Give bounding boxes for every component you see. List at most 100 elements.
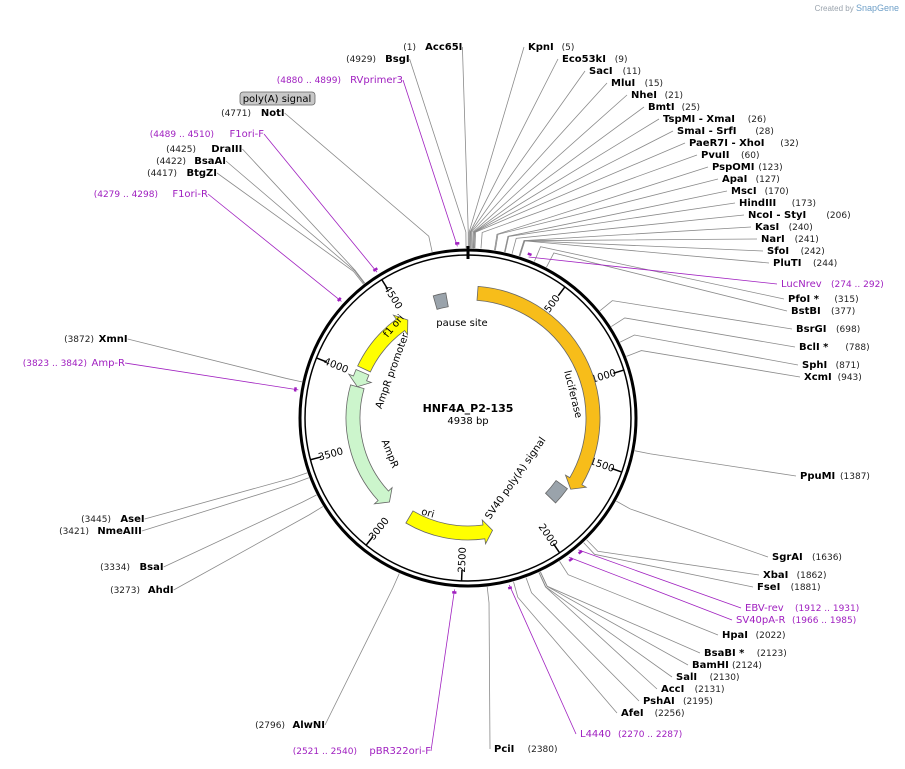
feature-pause-site [432, 292, 449, 310]
tick-4500 [381, 279, 389, 290]
primer-lucnrev: LucNrev(274 .. 292) [781, 279, 884, 290]
primer-range: (4489 .. 4510) [150, 130, 214, 140]
enzyme-sali: SalI(2130) [676, 672, 740, 683]
primer-range: (1966 .. 1985) [792, 616, 856, 626]
enzyme-name: HpaI [722, 630, 748, 641]
leader-apai [494, 178, 719, 251]
enzyme-position: (25) [682, 103, 700, 113]
enzyme-name: SacI [589, 66, 613, 77]
enzyme-position: (2380) [528, 745, 558, 755]
enzyme-asei: AseI(3445) [81, 514, 145, 525]
leader-bsabi- [540, 571, 701, 654]
feature-label: pause site [436, 318, 487, 329]
leader-ncoi-styi [511, 214, 745, 254]
enzyme-position: (1862) [797, 571, 827, 581]
enzyme-name: NcoI - StyI [748, 210, 806, 221]
tick-3000 [365, 536, 374, 546]
enzyme-name: BsrGI [796, 324, 826, 335]
enzyme-pvuii: PvuII(60) [701, 150, 759, 161]
snapgene-credit: Created by SnapGene [815, 3, 899, 13]
enzyme-position: (4929) [346, 55, 376, 65]
primer-leader-lucnrev [528, 256, 778, 285]
enzyme-position: (60) [741, 151, 759, 161]
enzyme-position: (4422) [156, 157, 186, 167]
leader-bsai [163, 494, 317, 568]
enzyme-position: (2195) [683, 697, 713, 707]
tick-label: 3500 [317, 446, 344, 463]
leader-bcli- [611, 317, 796, 348]
primer-ebv-rev: EBV-rev (1912 .. 1931) [745, 603, 859, 614]
feature-label: ori [420, 507, 435, 521]
enzyme-position: (1881) [791, 583, 821, 593]
leader-sfoi [519, 240, 764, 257]
primer-name: EBV-rev [745, 603, 784, 614]
enzyme-nhei: NheI(21) [631, 90, 683, 101]
enzyme-position: (698) [836, 325, 860, 335]
enzyme-position: (244) [813, 259, 837, 269]
polya-badge-bg [239, 91, 316, 106]
primer-l4440: L4440(2270 .. 2287) [580, 729, 682, 740]
enzyme-sgrai: SgrAI(1636) [772, 552, 842, 563]
tick-label: 4000 [322, 356, 350, 376]
primer-range: (2521 .. 2540) [293, 747, 357, 757]
enzyme-name: NotI [261, 108, 285, 119]
feature-ori [405, 510, 494, 546]
enzyme-position: (242) [801, 247, 825, 257]
enzyme-name: BstBI [791, 306, 821, 317]
enzyme-xmni: XmnI(3872) [64, 334, 128, 345]
enzyme-bstbi: BstBI (377) [791, 306, 855, 317]
leader-xcmi [626, 350, 801, 378]
enzyme-position: (240) [789, 223, 813, 233]
enzyme-name: TspMI - XmaI [663, 114, 735, 125]
enzyme-mlui: MluI(15) [611, 78, 663, 89]
primer-f1ori-r: F1ori-R(4279 .. 4298) [94, 189, 208, 200]
enzyme-position: (4771) [221, 109, 251, 119]
enzyme-position: (788) [845, 343, 869, 353]
enzyme-name: AlwNI [293, 720, 326, 731]
enzyme-pshai: PshAI(2195) [643, 696, 713, 707]
leader-asei [144, 472, 308, 520]
leader-paer7i-xhoi [474, 142, 686, 249]
enzyme-name: XbaI [763, 570, 788, 581]
enzyme-ppumi: PpuMI(1387) [800, 471, 870, 482]
enzyme-position: (943) [838, 373, 862, 383]
enzyme-paer7i-xhoi: PaeR7I - XhoI(32) [689, 138, 799, 149]
leader-pvuii [480, 154, 698, 249]
polya-badge-label: poly(A) signal [243, 94, 312, 105]
enzyme-msci: MscI(170) [731, 186, 789, 197]
enzyme-position: (4425) [166, 145, 196, 155]
enzyme-nari: NarI(241) [761, 234, 819, 245]
enzyme-bsrgi: BsrGI (698) [796, 324, 860, 335]
leader-ahdi [173, 506, 324, 591]
enzyme-position: (15) [645, 79, 663, 89]
leader-tspmi-xmai [473, 118, 660, 249]
tick-label: 3000 [367, 516, 392, 543]
enzyme-saci: SacI(11) [589, 66, 641, 77]
enzyme-name: SalI [676, 672, 697, 683]
leader-msci [504, 190, 728, 253]
primer-amp-r: Amp-R(3823 .. 3842) [23, 358, 125, 369]
primer-range: (4880 .. 4899) [277, 76, 341, 86]
primer-leader-amp-r [124, 362, 299, 391]
feature-ampr-promoter [347, 368, 373, 388]
enzyme-position: (377) [831, 307, 855, 317]
tick-1500 [611, 467, 623, 473]
leader-sphi [619, 334, 799, 366]
primer-range: (1912 .. 1931) [795, 604, 859, 614]
enzyme-bsaai: BsaAI(4422) [156, 156, 226, 167]
leader-pluti [519, 240, 770, 264]
enzyme-bsai: BsaI(3334) [100, 562, 164, 573]
enzyme-position: (2123) [757, 649, 787, 659]
enzyme-name: AhdI [148, 585, 174, 596]
tick-500 [557, 286, 566, 297]
leader-btgzi [216, 172, 364, 285]
enzyme-sphi: SphI(871) [802, 360, 860, 371]
primer-range: (3823 .. 3842) [23, 359, 87, 369]
enzyme-name: BsaBI * [704, 648, 745, 659]
enzyme-pspomi: PspOMI(123) [712, 162, 783, 173]
primer-range: (4279 .. 4298) [94, 190, 158, 200]
enzyme-kpni: KpnI(5) [528, 42, 574, 53]
enzyme-position: (1) [403, 43, 416, 53]
enzyme-hpai: HpaI(2022) [722, 630, 786, 641]
leader-acci [538, 572, 658, 690]
